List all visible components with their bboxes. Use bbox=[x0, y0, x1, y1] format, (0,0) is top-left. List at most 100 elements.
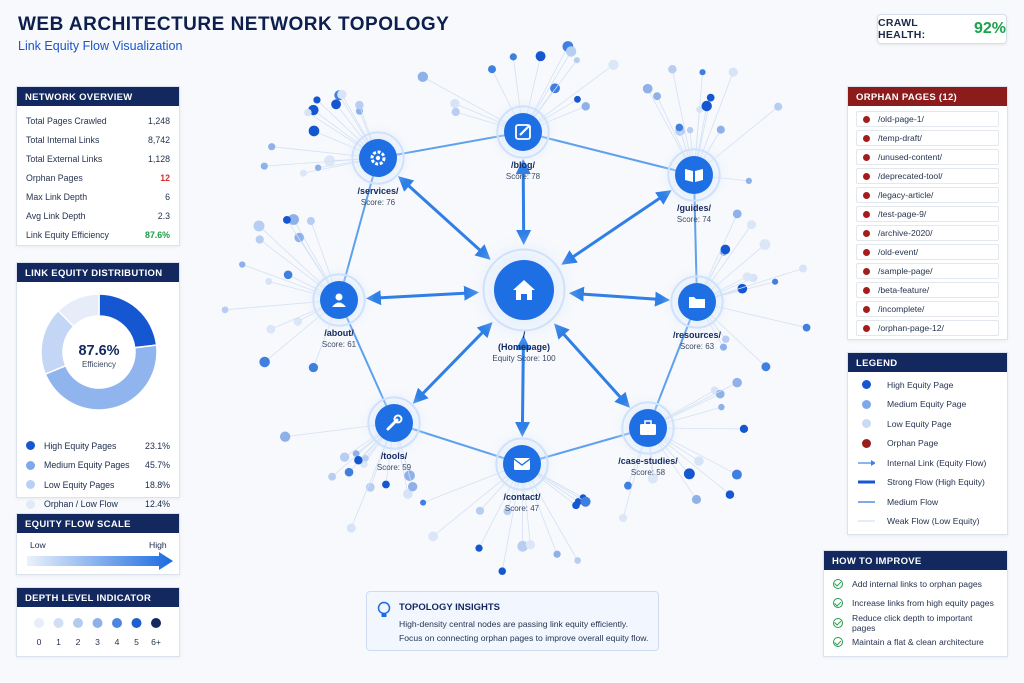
page-node[interactable] bbox=[266, 324, 276, 334]
page-node[interactable] bbox=[608, 59, 619, 70]
section-node[interactable] bbox=[302, 263, 376, 337]
section-node[interactable] bbox=[660, 265, 734, 339]
page-node[interactable] bbox=[308, 362, 319, 373]
page-node[interactable] bbox=[362, 455, 369, 462]
page-node[interactable] bbox=[731, 469, 742, 480]
page-node[interactable] bbox=[344, 467, 354, 477]
section-node[interactable] bbox=[485, 427, 559, 501]
page-node[interactable] bbox=[475, 506, 485, 515]
page-node[interactable] bbox=[293, 317, 303, 326]
page-node[interactable] bbox=[619, 513, 628, 523]
page-node[interactable] bbox=[221, 306, 229, 314]
orphan-page-item[interactable]: /temp-draft/ bbox=[856, 130, 999, 146]
page-node[interactable] bbox=[691, 494, 702, 505]
orphan-page-item[interactable]: /incomplete/ bbox=[856, 301, 999, 317]
page-node[interactable] bbox=[694, 456, 704, 466]
orphan-page-item[interactable]: /legacy-article/ bbox=[856, 187, 999, 203]
page-node[interactable] bbox=[706, 93, 715, 102]
page-node[interactable] bbox=[509, 53, 517, 61]
orphan-page-item[interactable]: /old-event/ bbox=[856, 244, 999, 260]
section-node[interactable] bbox=[341, 121, 415, 195]
page-node[interactable] bbox=[428, 531, 438, 542]
page-node[interactable] bbox=[365, 482, 375, 492]
orphan-page-item[interactable]: /beta-feature/ bbox=[856, 282, 999, 298]
page-node[interactable] bbox=[742, 272, 752, 282]
page-node[interactable] bbox=[304, 108, 312, 117]
page-node[interactable] bbox=[696, 106, 703, 113]
page-node[interactable] bbox=[799, 264, 808, 273]
page-node[interactable] bbox=[407, 482, 418, 492]
page-node[interactable] bbox=[517, 540, 529, 552]
page-node[interactable] bbox=[580, 496, 591, 507]
page-node[interactable] bbox=[653, 92, 662, 101]
section-node[interactable] bbox=[611, 391, 685, 465]
page-node[interactable] bbox=[720, 244, 731, 255]
homepage-node[interactable] bbox=[467, 233, 581, 347]
orphan-page-item[interactable]: /old-page-1/ bbox=[856, 111, 999, 127]
page-node[interactable] bbox=[268, 143, 276, 151]
page-node[interactable] bbox=[642, 83, 653, 94]
page-node[interactable] bbox=[572, 501, 580, 510]
page-node[interactable] bbox=[732, 209, 742, 219]
orphan-page-item[interactable]: /test-page-9/ bbox=[856, 206, 999, 222]
orphan-page-item[interactable]: /deprecated-tool/ bbox=[856, 168, 999, 184]
page-node[interactable] bbox=[339, 452, 350, 462]
page-node[interactable] bbox=[382, 480, 390, 489]
page-node[interactable] bbox=[715, 389, 725, 399]
page-node[interactable] bbox=[313, 96, 321, 104]
page-node[interactable] bbox=[728, 67, 738, 77]
orphan-page-item[interactable]: /sample-page/ bbox=[856, 263, 999, 279]
page-node[interactable] bbox=[535, 51, 546, 62]
orphan-page-item[interactable]: /unused-content/ bbox=[856, 149, 999, 165]
page-node[interactable] bbox=[420, 499, 427, 506]
page-node[interactable] bbox=[574, 557, 582, 564]
page-node[interactable] bbox=[355, 100, 364, 110]
page-node[interactable] bbox=[498, 567, 507, 575]
page-node[interactable] bbox=[328, 472, 337, 481]
page-node[interactable] bbox=[324, 155, 335, 167]
page-node[interactable] bbox=[553, 550, 561, 558]
page-node[interactable] bbox=[739, 424, 749, 434]
page-node[interactable] bbox=[699, 69, 706, 76]
page-node[interactable] bbox=[337, 89, 347, 100]
page-node[interactable] bbox=[306, 217, 315, 225]
page-node[interactable] bbox=[288, 214, 299, 225]
page-node[interactable] bbox=[488, 65, 496, 74]
page-node[interactable] bbox=[299, 169, 307, 177]
page-node[interactable] bbox=[279, 431, 291, 442]
page-node[interactable] bbox=[574, 95, 581, 103]
section-node[interactable] bbox=[357, 386, 431, 460]
page-node[interactable] bbox=[624, 481, 632, 490]
page-node[interactable] bbox=[354, 456, 363, 465]
page-node[interactable] bbox=[647, 473, 658, 484]
page-node[interactable] bbox=[253, 220, 265, 232]
page-node[interactable] bbox=[718, 403, 725, 411]
page-node[interactable] bbox=[239, 261, 246, 268]
page-node[interactable] bbox=[503, 507, 512, 516]
orphan-page-item[interactable]: /orphan-page-12/ bbox=[856, 320, 999, 336]
page-node[interactable] bbox=[774, 102, 783, 111]
page-node[interactable] bbox=[772, 278, 779, 285]
page-node[interactable] bbox=[451, 107, 460, 117]
section-node[interactable] bbox=[486, 95, 560, 169]
page-node[interactable] bbox=[259, 356, 270, 368]
page-node[interactable] bbox=[737, 283, 748, 294]
page-node[interactable] bbox=[683, 468, 695, 480]
page-node[interactable] bbox=[746, 220, 757, 230]
page-node[interactable] bbox=[565, 46, 577, 57]
page-node[interactable] bbox=[675, 123, 684, 132]
page-node[interactable] bbox=[745, 177, 753, 185]
page-node[interactable] bbox=[716, 125, 725, 134]
page-node[interactable] bbox=[308, 125, 320, 137]
page-node[interactable] bbox=[732, 377, 742, 388]
page-node[interactable] bbox=[722, 335, 730, 343]
page-node[interactable] bbox=[761, 362, 771, 372]
page-node[interactable] bbox=[475, 544, 483, 552]
page-node[interactable] bbox=[719, 343, 728, 351]
page-node[interactable] bbox=[450, 98, 460, 109]
page-node[interactable] bbox=[525, 540, 536, 550]
page-node[interactable] bbox=[283, 215, 291, 224]
page-node[interactable] bbox=[314, 164, 322, 171]
page-node[interactable] bbox=[686, 126, 694, 134]
page-node[interactable] bbox=[260, 162, 268, 170]
